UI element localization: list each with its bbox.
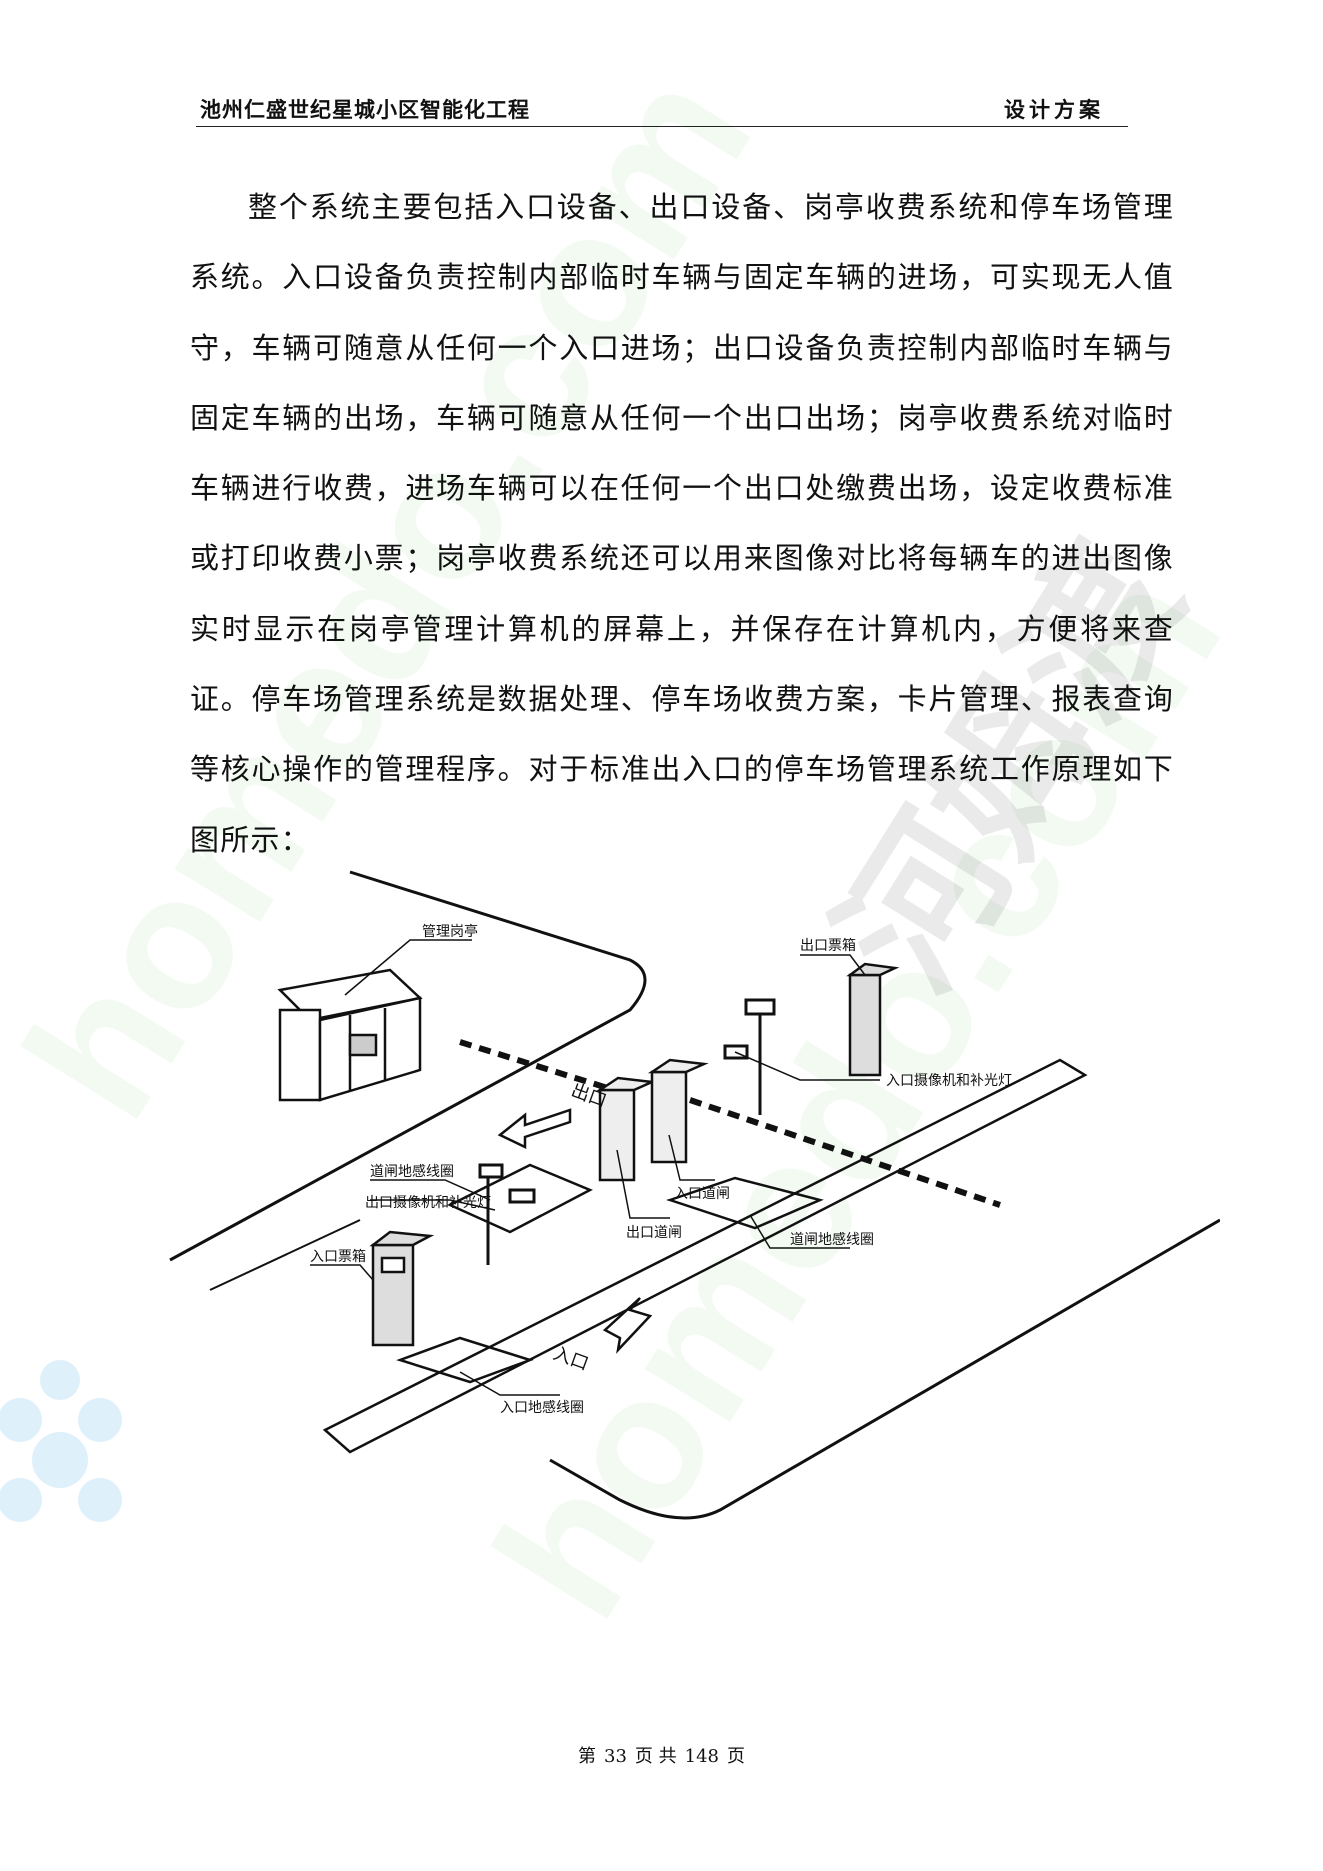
label-gate-loop-left: 道闸地感线圈 xyxy=(370,1163,454,1180)
loop-right xyxy=(666,1176,824,1230)
leader-exit-barrier xyxy=(616,1149,670,1219)
entry-barrier-box xyxy=(647,1058,709,1164)
header-doc-type: 设计方案 xyxy=(1004,97,1104,122)
leader-loop-left xyxy=(370,1179,491,1201)
road-edge-bottom xyxy=(549,1218,1220,1520)
label-gate-loop-right: 道闸地感线圈 xyxy=(790,1231,874,1248)
leader-exit-camera xyxy=(370,1199,496,1211)
header-rule xyxy=(196,126,1128,127)
loop-left xyxy=(447,1163,593,1234)
leader-booth xyxy=(344,939,472,996)
header-project-title: 池州仁盛世纪星城小区智能化工程 xyxy=(200,97,530,122)
exit-ticket-box-icon xyxy=(846,962,900,1077)
exit-barrier-arm xyxy=(459,1039,631,1098)
parking-system-diagram: 管理岗亭 出口票箱 出口 入口摄像机和补光灯 道闸地感线圈 出口摄像机和补光灯 … xyxy=(169,870,1220,1520)
label-entry-camera: 入口摄像机和补光灯 xyxy=(886,1073,1012,1089)
road-edge-lower-left xyxy=(209,1219,361,1291)
label-exit-ticket-box: 出口票箱 xyxy=(800,938,856,954)
flower-logo-icon xyxy=(0,1360,122,1522)
entry-ticket-box-icon xyxy=(369,1230,435,1347)
exit-camera-pole xyxy=(478,1163,536,1265)
road-edge-top xyxy=(169,870,647,1262)
footer-mid: 页 共 xyxy=(634,1746,677,1767)
footer-total-pages: 148 xyxy=(684,1746,719,1767)
body-paragraph: 整个系统主要包括入口设备、出口设备、岗亭收费系统和停车场管理系统。入口设备负责控… xyxy=(190,190,1174,857)
footer-page-number: 33 xyxy=(604,1746,627,1767)
leader-loop-right xyxy=(749,1214,850,1249)
label-booth: 管理岗亭 xyxy=(422,923,478,940)
leader-exit-ticket xyxy=(800,954,866,976)
entry-arrow-icon xyxy=(602,1297,653,1354)
label-exit-barrier: 出口道闸 xyxy=(626,1225,682,1241)
booth-icon xyxy=(277,968,423,1102)
label-entry-ticket-box: 入口票箱 xyxy=(310,1249,366,1265)
leader-entry-camera xyxy=(734,1051,880,1081)
entry-barrier-arm xyxy=(689,1097,1001,1208)
footer-suffix: 页 xyxy=(727,1746,745,1767)
label-exit-camera: 出口摄像机和补光灯 xyxy=(365,1195,491,1211)
loop-entry xyxy=(396,1336,534,1384)
page-footer: 第 33 页 共 148 页 xyxy=(0,1742,1323,1768)
leader-entry-ticket xyxy=(310,1264,374,1281)
label-entry-direction: 入口 xyxy=(550,1343,591,1375)
leader-loop-entry xyxy=(459,1371,560,1396)
label-entry-loop: 入口地感线圈 xyxy=(500,1399,584,1416)
island-outline xyxy=(322,1058,1088,1454)
leader-entry-barrier xyxy=(668,1134,715,1181)
label-entry-barrier: 入口道闸 xyxy=(674,1186,730,1202)
exit-arrow-icon xyxy=(497,1108,572,1149)
footer-prefix: 第 xyxy=(578,1746,596,1767)
